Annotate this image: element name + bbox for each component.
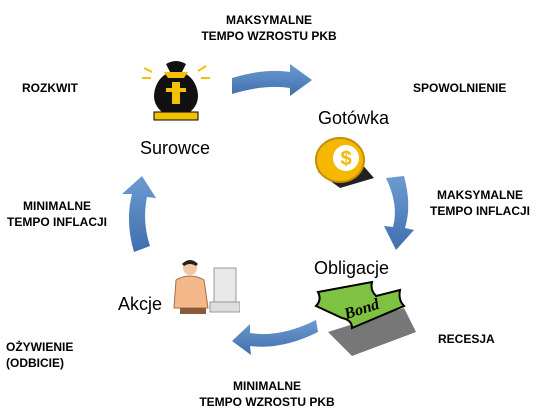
arrow-bottom: [232, 320, 318, 355]
asset-akcje: Akcje: [118, 294, 163, 314]
label-rozkwit: ROZKWIT: [22, 81, 78, 95]
label-max-inflation: MAKSYMALNE TEMPO INFLACJI: [429, 188, 530, 218]
label-ozywienie: OŻYWIENIE (ODBICIE): [6, 340, 74, 370]
arrow-right: [384, 176, 414, 250]
asset-obligacje: Obligacje: [314, 258, 390, 278]
asset-gotowka: Gotówka: [318, 108, 390, 128]
bond-sign-icon: Bond: [312, 280, 422, 358]
arrow-left: [122, 176, 156, 252]
money-bag-icon: [140, 58, 212, 124]
label-max-gdp: MAKSYMALNE TEMPO WZROSTU PKB: [201, 13, 337, 43]
arrow-top: [232, 64, 312, 96]
asset-surowce: Surowce: [140, 138, 211, 158]
label-min-inflation: MINIMALNE TEMPO INFLACJI: [6, 199, 107, 229]
coin-icon: $: [310, 134, 376, 190]
label-spowolnienie: SPOWOLNIENIE: [413, 81, 507, 95]
label-min-gdp: MINIMALNE TEMPO WZROSTU PKB: [199, 379, 335, 409]
person-at-computer-icon: [170, 258, 240, 316]
label-recesja: RECESJA: [438, 332, 495, 346]
svg-text:$: $: [340, 148, 351, 170]
